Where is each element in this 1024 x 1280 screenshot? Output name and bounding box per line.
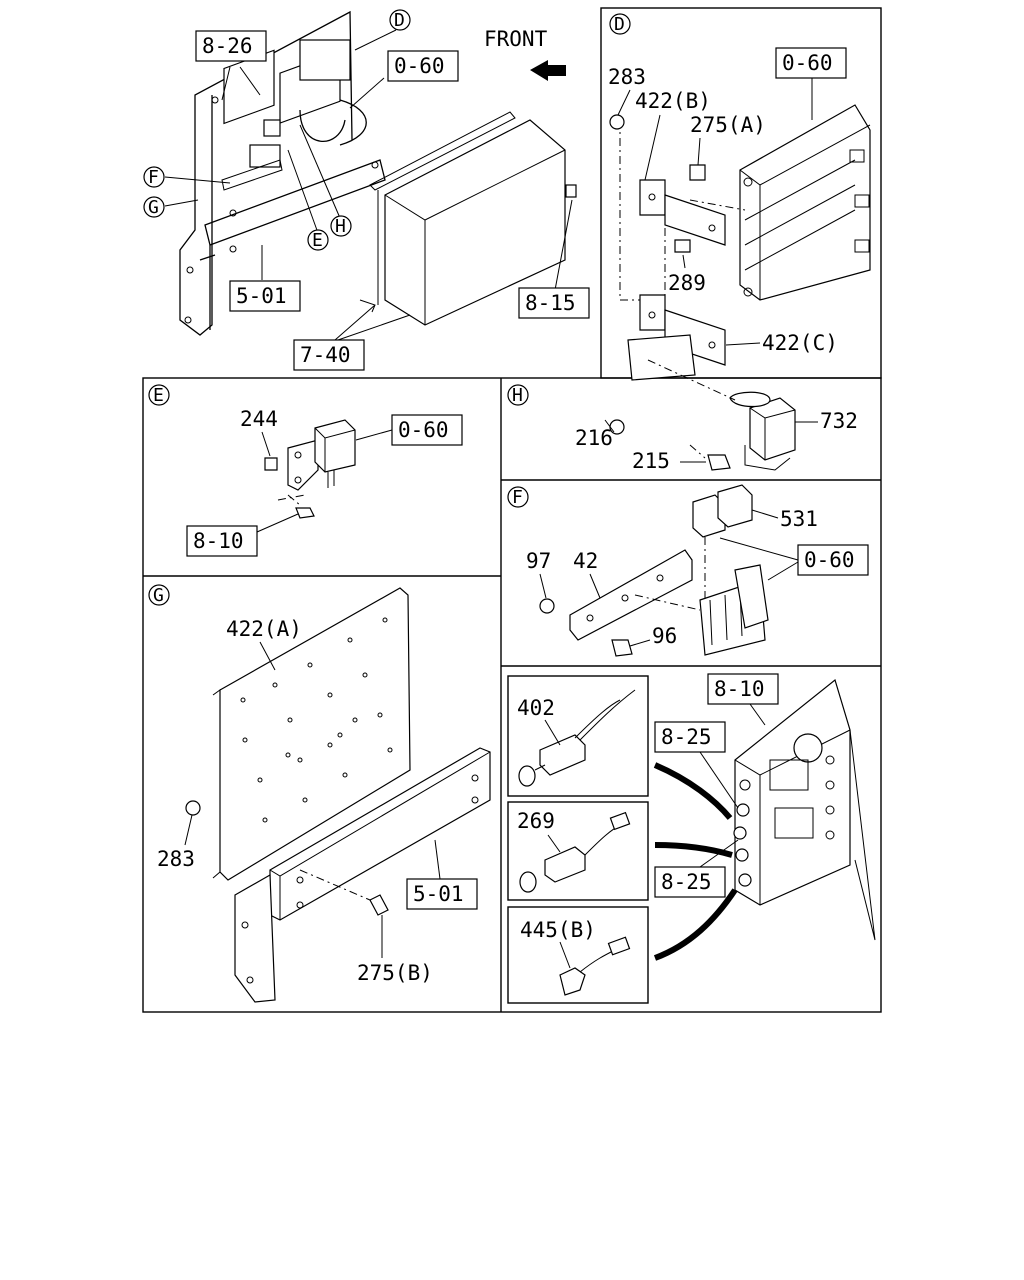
- panel-g: G 422(A) 283 275(B) 5-01: [148, 584, 491, 1003]
- panel-switches-callout-8-25-bottom: 8-25: [661, 870, 712, 894]
- panel-f-tag: F: [512, 487, 523, 508]
- callout-0-60: 0-60: [394, 54, 445, 78]
- panel-d: D 283 422(B) 275(A) 289 422(C) 0-60: [608, 13, 871, 381]
- part-275a-label: 275(A): [690, 113, 766, 137]
- callout-8-26: 8-26: [202, 34, 253, 58]
- panel-switches-callout-8-10: 8-10: [714, 677, 765, 701]
- panel-e: E 244 0-60 8-10: [148, 384, 463, 557]
- panel-switches: 402 269 445(B) 8-10 8-25: [507, 673, 876, 1004]
- panel-frames: [142, 7, 882, 1013]
- ref-F-circle: F: [148, 167, 159, 188]
- panel-switches-callout-8-25-top: 8-25: [661, 725, 712, 749]
- ref-E-circle: E: [312, 230, 323, 251]
- panel-e-callout-8-10: 8-10: [193, 529, 244, 553]
- callout-8-15: 8-15: [525, 291, 576, 315]
- part-445b-label: 445(B): [520, 918, 596, 942]
- panel-g-callout-5-01: 5-01: [413, 882, 464, 906]
- part-42-label: 42: [573, 549, 598, 573]
- panel-e-tag: E: [153, 385, 164, 406]
- part-97-label: 97: [526, 549, 551, 573]
- panel-d-callout-0-60: 0-60: [782, 51, 833, 75]
- part-531-label: 531: [780, 507, 818, 531]
- main-view: FRONT: [143, 9, 590, 371]
- front-label: FRONT: [484, 27, 548, 51]
- part-422b-label: 422(B): [635, 89, 711, 113]
- panel-d-tag: D: [614, 14, 625, 35]
- part-96-label: 96: [652, 624, 677, 648]
- ref-D-circle: D: [394, 10, 405, 31]
- panel-h-tag: H: [512, 385, 523, 406]
- panel-g-tag: G: [153, 585, 164, 606]
- panel-f-callout-0-60: 0-60: [804, 548, 855, 572]
- part-216-label: 216: [575, 426, 613, 450]
- panel-f: F 97 42 96 531 0-60: [507, 484, 869, 657]
- part-269-label: 269: [517, 809, 555, 833]
- front-arrow-icon: [530, 60, 566, 81]
- ref-G-circle: G: [148, 197, 159, 218]
- part-283-label: 283: [608, 65, 646, 89]
- part-215-label: 215: [632, 449, 670, 473]
- callout-5-01: 5-01: [236, 284, 287, 308]
- callout-7-40: 7-40: [300, 343, 351, 367]
- part-283-g-label: 283: [157, 847, 195, 871]
- part-422a-label: 422(A): [226, 617, 302, 641]
- part-275b-label: 275(B): [357, 961, 433, 985]
- part-732-label: 732: [820, 409, 858, 433]
- ref-H-circle: H: [335, 216, 346, 237]
- part-422c-label: 422(C): [762, 331, 838, 355]
- part-402-label: 402: [517, 696, 555, 720]
- panel-e-callout-0-60: 0-60: [398, 418, 449, 442]
- part-244-label: 244: [240, 407, 278, 431]
- panel-h: H 216 215 732: [507, 359, 858, 473]
- part-289-label: 289: [668, 271, 706, 295]
